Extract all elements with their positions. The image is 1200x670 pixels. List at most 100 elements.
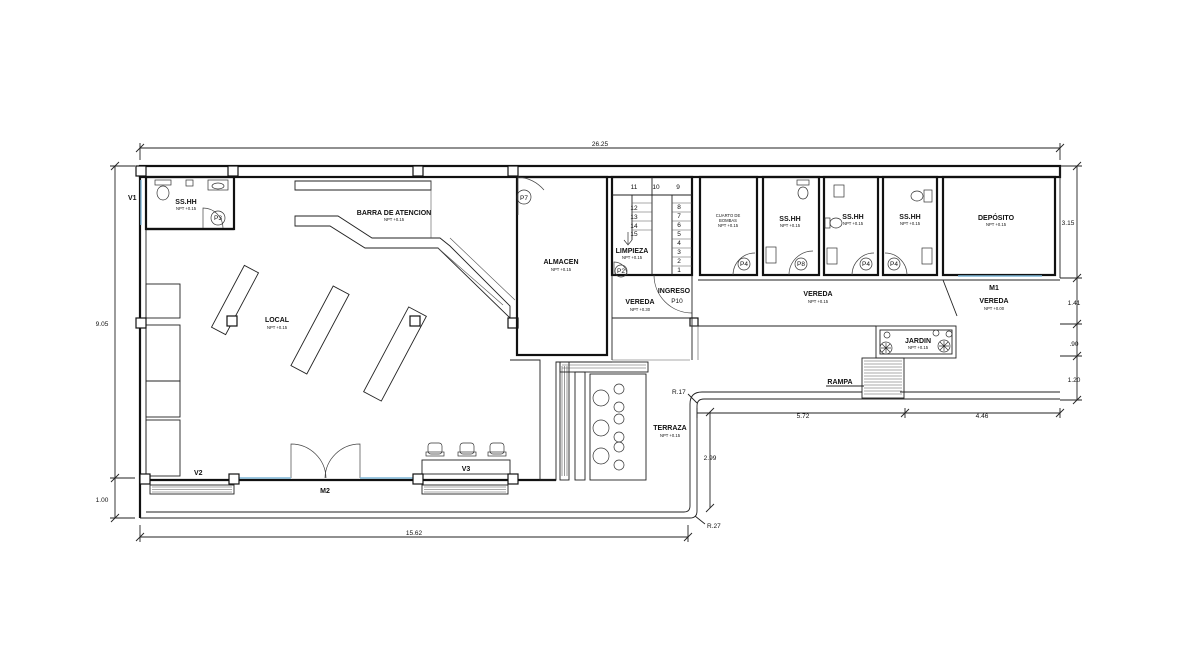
dimension-left: 9.05 1.00 [96,161,135,523]
door-label: P7 [520,195,528,202]
door-label: P10 [671,298,683,305]
chair-icon [457,442,477,457]
toilet-tank [923,189,933,203]
door-tag-p7 [516,189,532,205]
stair-step: 5 [677,231,681,238]
toilet-icon [910,190,924,202]
stair-step: 15 [630,231,638,238]
door-label: P8 [797,261,805,268]
toilet-icon [829,217,843,229]
stair-step: 1 [677,267,681,274]
path-width-2-label: 4.46 [976,413,989,420]
window-label-m1: M1 [989,285,999,292]
room-level: NPT +0.15 [900,221,921,226]
room-name: DEPÓSITO [978,213,1015,222]
window-label-m2: M2 [320,488,330,495]
sink-icon [921,247,933,265]
structural-columns [135,165,699,485]
window-label-v2: V2 [194,470,203,477]
door-label: P3 [214,215,222,222]
room-level: NPT +0.15 [267,325,288,330]
exterior-sidewalk: VEREDA NPT +0.15 JARDIN NPT +0.15 RAMPA [698,279,958,399]
right-mid-label: 1.41 [1068,300,1081,307]
room-name: LIMPIEZA [616,248,649,255]
room-level: NPT +0.15 [622,255,643,260]
room-level: NPT +0.15 [176,206,197,211]
room-level: NPT +0.30 [630,307,651,312]
right-small-label: .90 [1069,341,1078,348]
door-label: P4 [890,261,898,268]
stair-step: 6 [677,222,681,229]
room-name: SS.HH [899,214,920,221]
room-level: NPT +0.15 [808,299,829,304]
door-tag-p4 [737,257,751,271]
stair-core: 11 10 9 12 13 14 15 8 7 6 5 4 3 2 1 LIMP… [610,175,699,361]
dimension-top: 26.25 [135,141,1065,160]
local-area: LOCAL NPT +0.15 BARRA DE ATENCION NPT +0… [145,180,516,495]
stair-step: 2 [677,258,681,265]
room-level: NPT +0.15 [718,223,739,228]
stair-step: 14 [630,223,638,230]
path-width-1-label: 5.72 [797,413,810,420]
room-name: SS.HH [175,199,196,206]
dimension-right: 3.15 1.41 .90 1.20 [1060,161,1082,405]
terraza-area: TERRAZA NPT +0.15 [559,361,687,481]
plant-icon [937,339,951,353]
stair-step: 4 [677,240,681,247]
dimension-path: 5.72 4.46 2.99 R.17 R.27 [672,389,1065,530]
plant-icon [879,341,893,355]
stair-step: 13 [630,214,638,221]
door-label: P4 [740,261,748,268]
chair-icon [487,442,507,457]
room-name: VEREDA [979,298,1008,305]
radius-bottom-label: R.27 [707,523,721,530]
room-name: RAMPA [827,379,852,386]
stair-step: 3 [677,249,681,256]
door-tag-p4 [887,257,901,271]
room-name: LOCAL [265,317,290,324]
stair-step: 9 [676,184,680,191]
room-level: NPT +0.00 [984,306,1005,311]
dimension-bottom: 15.62 [135,525,693,542]
door-label: P4 [862,261,870,268]
room-name: JARDIN [905,338,931,345]
toilet-icon [797,186,809,200]
room-name: INGRESO [658,288,691,295]
room-name: BOMBAS [719,218,737,223]
room-name: TERRAZA [653,425,686,432]
room-name: VEREDA [803,291,832,298]
room-level: NPT +0.15 [986,222,1007,227]
bottom-width-label: 15.62 [406,530,423,537]
room-name: VEREDA [625,299,654,306]
left-bottom-label: 1.00 [96,497,109,504]
room-level: NPT +0.15 [551,267,572,272]
room-level: NPT +0.15 [660,433,681,438]
window-label-v3: V3 [462,466,471,473]
left-height-label: 9.05 [96,321,109,328]
stair-step: 10 [652,184,660,191]
room-level: NPT +0.15 [908,345,929,350]
door-label: P2 [617,268,625,275]
path-height-label: 2.99 [704,455,717,462]
window-label-v1: V1 [128,195,137,202]
chair-icon [425,442,445,457]
left-bathroom: SS.HH NPT +0.15 P3 V1 [128,175,236,231]
room-name: BARRA DE ATENCION [357,210,431,217]
sink-icon [765,246,777,264]
room-name: ALMACEN [544,259,579,266]
room-name: CUARTO DE [716,213,741,218]
toilet-tank [154,179,172,186]
right-low-label: 1.20 [1068,377,1081,384]
right-top-label: 3.15 [1062,220,1075,227]
stair-step: 7 [677,213,681,220]
stair-step: 8 [677,204,681,211]
room-name: SS.HH [779,216,800,223]
door-tag-p3 [210,210,226,226]
door-tag-p2 [614,264,628,278]
stair-step: 12 [630,205,638,212]
sink-icon [207,179,229,191]
room-name: SS.HH [842,214,863,221]
toilet-icon [156,185,170,201]
stair-step: 11 [631,184,638,191]
